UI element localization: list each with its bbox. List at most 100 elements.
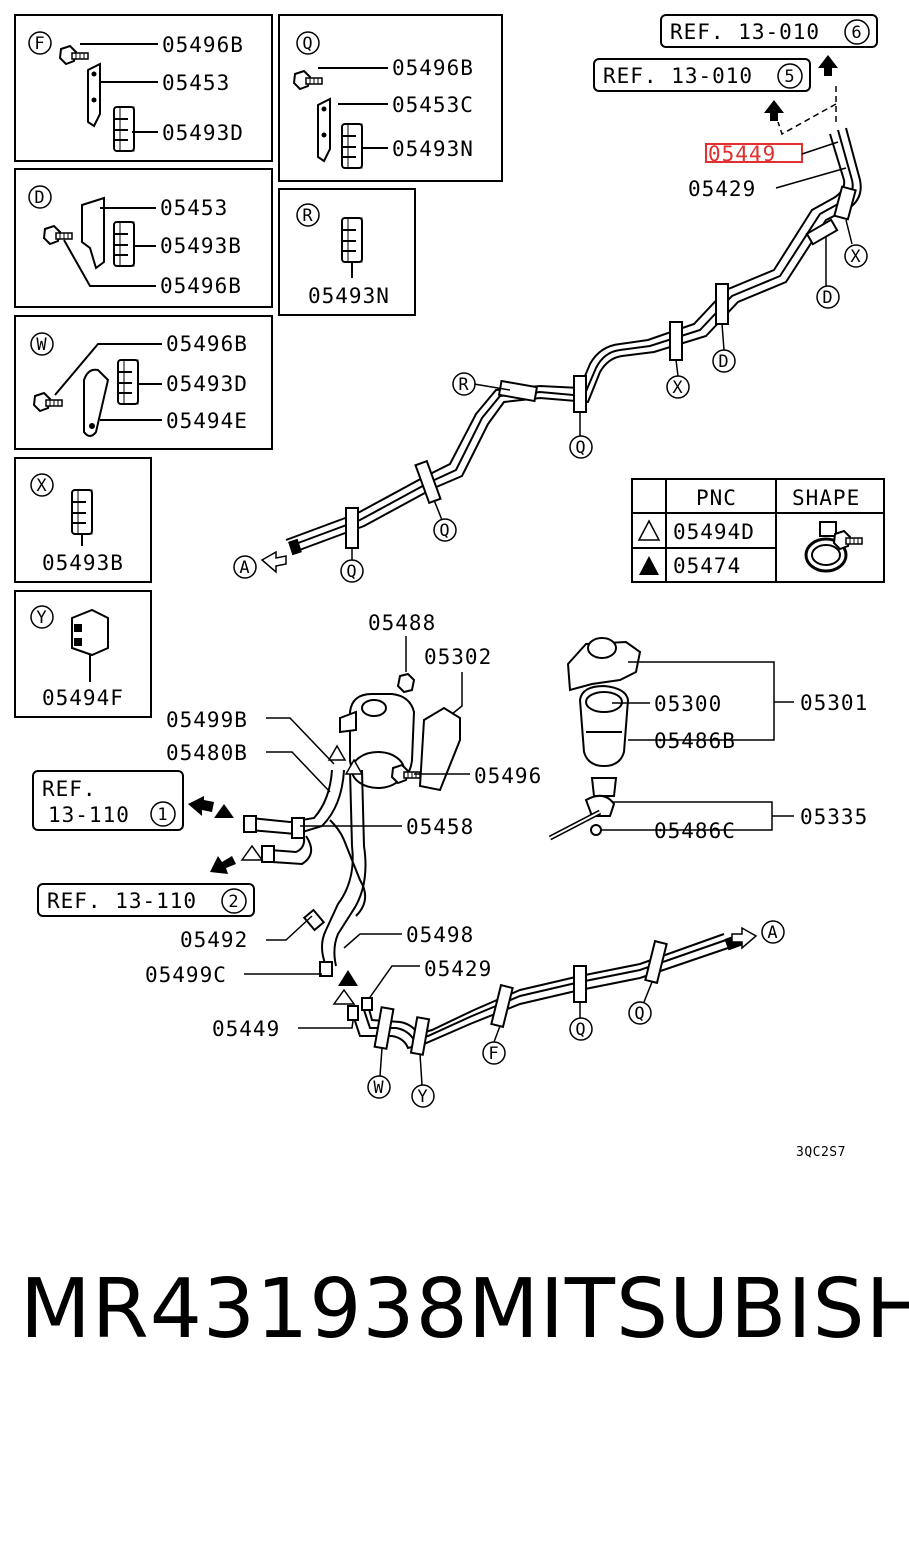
label-05486B: 05486B — [654, 729, 736, 753]
legend-pnc-2: 05474 — [673, 554, 741, 578]
box-d-part-3: 05496B — [160, 274, 242, 298]
legend-pnc-1: 05494D — [673, 520, 755, 544]
label-05480B: 05480B — [166, 741, 248, 765]
label-05499B: 05499B — [166, 708, 248, 732]
box-q-part-2: 05453C — [392, 93, 474, 117]
svg-text:A: A — [767, 923, 778, 943]
box-r-key: R — [302, 206, 313, 226]
upper-fuel-pipe — [285, 127, 862, 553]
filled-triangle-icon — [639, 556, 659, 575]
label-05429-top: 05429 — [688, 177, 756, 201]
svg-text:REF. 13-010: REF. 13-010 — [670, 20, 820, 44]
drawing-code: 3QC2S7 — [796, 1145, 846, 1160]
svg-text:REF. 13-010: REF. 13-010 — [603, 64, 753, 88]
legend-header-pnc: PNC — [696, 486, 737, 510]
parts-diagram: F 05496B 05453 05493D Q 05496B 05453C 05… — [14, 14, 885, 1160]
box-d-key: D — [34, 188, 45, 208]
hose-clamp-icon — [804, 521, 863, 573]
ref-13-110-2: REF. 13-110 2 — [37, 883, 255, 917]
box-f-part-2: 05453 — [162, 71, 230, 95]
svg-text:Q: Q — [346, 562, 357, 582]
clip-kit-box-y: Y 05494F — [14, 590, 152, 718]
label-05498: 05498 — [406, 923, 474, 947]
lower-callouts: A F Q Q W Y — [367, 920, 785, 1108]
upper-callouts: X D D X R Q Q Q A — [233, 219, 868, 583]
box-y-key: Y — [36, 608, 47, 628]
label-05492: 05492 — [180, 928, 248, 952]
upper-pipe-clips — [345, 185, 857, 549]
box-w-key: W — [36, 335, 47, 355]
label-05335: 05335 — [800, 805, 868, 829]
svg-text:Y: Y — [417, 1087, 428, 1107]
label-05300: 05300 — [654, 692, 722, 716]
svg-text:Q: Q — [439, 521, 450, 541]
label-05301: 05301 — [800, 691, 868, 715]
label-05458: 05458 — [406, 815, 474, 839]
clip-kit-box-f: F 05496B 05453 05493D — [14, 14, 273, 162]
svg-text:6: 6 — [851, 23, 862, 43]
box-y-part-1: 05494F — [42, 686, 124, 710]
box-w-part-1: 05496B — [166, 332, 248, 356]
svg-text:D: D — [822, 288, 833, 308]
svg-text:Q: Q — [575, 438, 586, 458]
label-05429-bottom: 05429 — [424, 957, 492, 981]
ref-13-010-6: REF. 13-010 6 — [660, 14, 878, 48]
left-arrow-icon — [188, 796, 214, 816]
box-r-part-1: 05493N — [308, 284, 390, 308]
svg-text:REF.: REF. — [42, 777, 97, 801]
down-left-arrow-icon — [210, 856, 236, 874]
label-05449-bottom: 05449 — [212, 1017, 280, 1041]
legend-header-shape: SHAPE — [792, 486, 860, 510]
svg-text:REF. 13-110: REF. 13-110 — [47, 889, 197, 913]
up-arrow-icon — [764, 100, 784, 121]
ref-13-110-1: REF. 13-110 1 — [32, 770, 184, 831]
box-x-key: X — [36, 476, 47, 496]
highlight-box — [705, 143, 803, 163]
svg-text:13-110: 13-110 — [48, 803, 130, 827]
box-f-part-1: 05496B — [162, 33, 244, 57]
box-d-part-1: 05453 — [160, 196, 228, 220]
fuel-filter-right — [548, 637, 642, 841]
svg-text:D: D — [718, 352, 729, 372]
open-triangle-icon — [637, 519, 661, 541]
clip-kit-box-x: X 05493B — [14, 457, 152, 583]
box-q-part-1: 05496B — [392, 56, 474, 80]
svg-text:Q: Q — [575, 1020, 586, 1040]
svg-text:X: X — [850, 247, 861, 267]
clip-kit-box-r: R 05493N — [278, 188, 416, 316]
box-w-part-3: 05494E — [166, 409, 248, 433]
svg-text:W: W — [373, 1078, 384, 1098]
svg-text:X: X — [672, 378, 683, 398]
fuel-hoses — [249, 769, 367, 967]
box-q-key: Q — [302, 34, 313, 54]
diagram-svg: F 05496B 05453 05493D Q 05496B 05453C 05… — [14, 14, 885, 1160]
clip-kit-box-d: D 05453 05493B 05496B — [14, 168, 273, 308]
svg-text:F: F — [488, 1044, 499, 1064]
svg-text:2: 2 — [228, 892, 239, 912]
part-number: MR431938 — [20, 1262, 469, 1357]
box-f-key: F — [34, 34, 45, 54]
svg-text:1: 1 — [157, 805, 168, 825]
box-x-part-1: 05493B — [42, 551, 124, 575]
svg-text:5: 5 — [784, 67, 795, 87]
box-q-part-3: 05493N — [392, 137, 474, 161]
svg-text:Q: Q — [634, 1004, 645, 1024]
fuel-filter-left — [339, 636, 463, 792]
legend-table: PNC SHAPE 05494D 05474 — [631, 478, 885, 583]
clip-kit-box-w: W 05496B 05493D 05494E — [14, 315, 273, 450]
lower-fuel-pipe — [351, 933, 729, 1050]
box-f-part-3: 05493D — [162, 121, 244, 145]
label-05496: 05496 — [474, 764, 542, 788]
ref-13-010-5: REF. 13-010 5 — [593, 58, 811, 92]
svg-text:R: R — [458, 375, 469, 395]
up-arrow-icon — [818, 55, 838, 76]
svg-text:A: A — [239, 558, 250, 578]
footer: MR431938 MITSUBISHI — [0, 1262, 909, 1372]
label-05499C: 05499C — [145, 963, 227, 987]
highlighted-part-05449[interactable]: 05449 — [708, 142, 776, 166]
label-05486C: 05486C — [654, 819, 736, 843]
brand-name: MITSUBISHI — [468, 1262, 909, 1357]
label-05302: 05302 — [424, 645, 492, 669]
box-w-part-2: 05493D — [166, 372, 248, 396]
label-05488: 05488 — [368, 611, 436, 635]
